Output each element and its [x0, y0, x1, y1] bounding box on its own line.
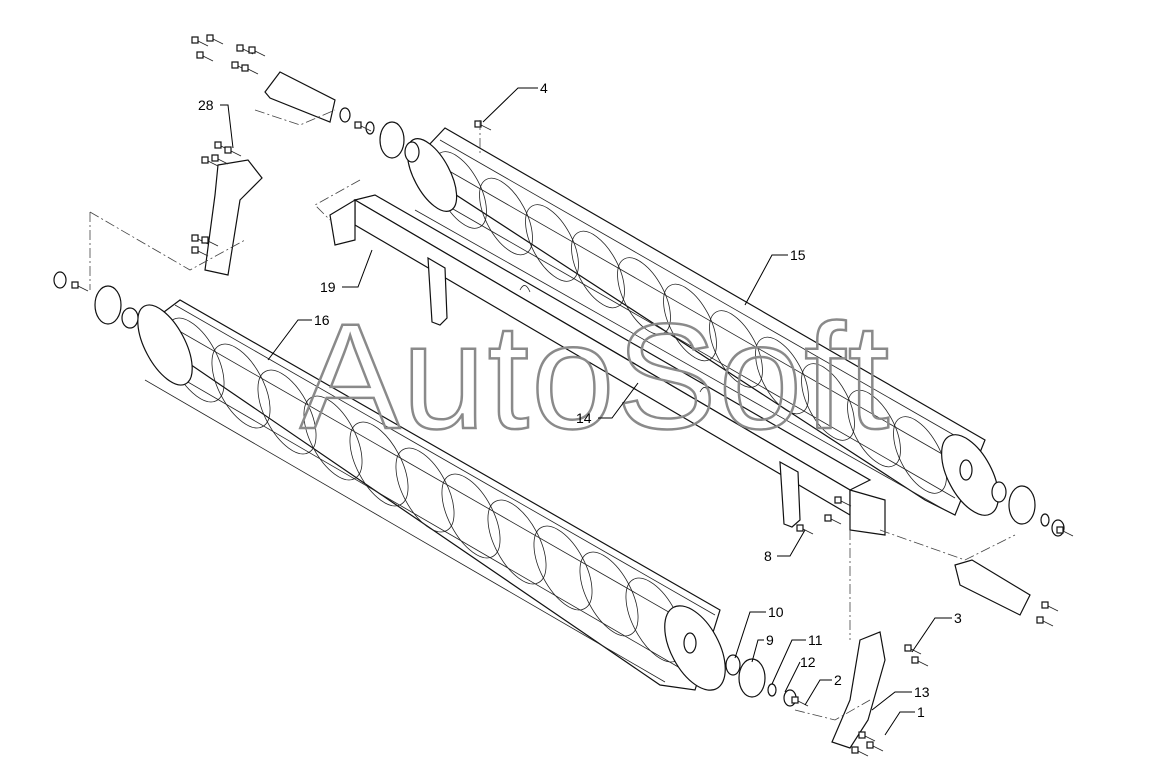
roller-ring	[571, 230, 625, 309]
bolt	[201, 156, 219, 167]
bolt	[858, 731, 876, 742]
bolt	[191, 36, 209, 47]
watermark-text: AutoSoft	[300, 292, 891, 460]
callout-label-1: 1	[917, 704, 925, 720]
bolt	[911, 656, 929, 667]
roller-ring	[479, 177, 533, 256]
roller-ring	[847, 389, 901, 468]
callout-label-3: 3	[954, 610, 962, 626]
callout-1: 1	[884, 704, 925, 736]
bracket-plate-upper-left	[264, 71, 336, 123]
bolt	[241, 64, 259, 75]
bolts	[71, 34, 1074, 757]
callout-19: 19	[320, 249, 373, 295]
callout-4: 4	[482, 80, 548, 123]
bolt	[851, 746, 869, 757]
callout-12: 12	[784, 654, 816, 693]
callout-label-13: 13	[914, 684, 930, 700]
bolt	[824, 514, 842, 525]
bracket-plate-lower-right	[954, 559, 1031, 616]
bolt	[474, 120, 492, 131]
callout-label-9: 9	[766, 632, 774, 648]
bolt	[201, 236, 219, 247]
callout-label-2: 2	[834, 672, 842, 688]
bolt	[1056, 526, 1074, 537]
roller-ring	[617, 257, 671, 335]
callout-label-11: 11	[808, 632, 823, 648]
bolt	[354, 121, 372, 132]
callout-11: 11	[771, 632, 823, 685]
callout-15: 15	[744, 247, 806, 306]
bearing-right	[991, 481, 1065, 537]
side-plate-right	[831, 631, 886, 749]
callout-label-14: 14	[576, 410, 592, 426]
bolt	[866, 741, 884, 752]
upper-roller	[406, 127, 999, 516]
callout-label-16: 16	[314, 312, 330, 328]
roller-ring	[755, 336, 809, 415]
bolt	[71, 281, 89, 292]
callout-13: 13	[871, 684, 930, 711]
callout-14: 14	[576, 382, 639, 426]
roller-ring	[709, 310, 763, 388]
bolt	[211, 154, 229, 165]
bolt	[224, 146, 242, 157]
callout-label-15: 15	[790, 247, 806, 263]
roller-ring	[893, 416, 947, 494]
callout-2: 2	[804, 672, 842, 706]
bolt	[1041, 601, 1059, 612]
bearing-lower-left	[53, 271, 139, 329]
assembly-lines	[89, 109, 1016, 721]
roller-ring	[801, 363, 855, 441]
callout-label-10: 10	[768, 604, 784, 620]
bolt	[796, 524, 814, 535]
callout-label-12: 12	[800, 654, 816, 670]
bearing-upper-left	[339, 107, 420, 163]
bolt	[904, 644, 922, 655]
callout-28: 28	[198, 97, 234, 149]
callout-9: 9	[751, 632, 774, 663]
side-plate-left	[204, 159, 263, 276]
bolt	[1036, 616, 1054, 627]
bolt	[248, 46, 266, 57]
roller-ring	[663, 283, 717, 362]
bolt	[834, 496, 852, 507]
bolt	[191, 246, 209, 257]
roller-ring	[525, 204, 579, 282]
callout-label-8: 8	[764, 548, 772, 564]
frame-beam	[329, 194, 886, 536]
callout-label-28: 28	[198, 97, 214, 113]
callout-label-19: 19	[320, 279, 336, 295]
callout-3: 3	[911, 610, 962, 653]
callout-10: 10	[734, 604, 784, 659]
callout-8: 8	[764, 529, 806, 564]
lower-roller	[137, 299, 726, 691]
bearing-bottom	[725, 654, 797, 707]
bolt	[196, 51, 214, 62]
callout-label-4: 4	[540, 80, 548, 96]
bolt	[206, 34, 224, 45]
bolt	[791, 696, 809, 707]
callout-16: 16	[267, 312, 330, 361]
